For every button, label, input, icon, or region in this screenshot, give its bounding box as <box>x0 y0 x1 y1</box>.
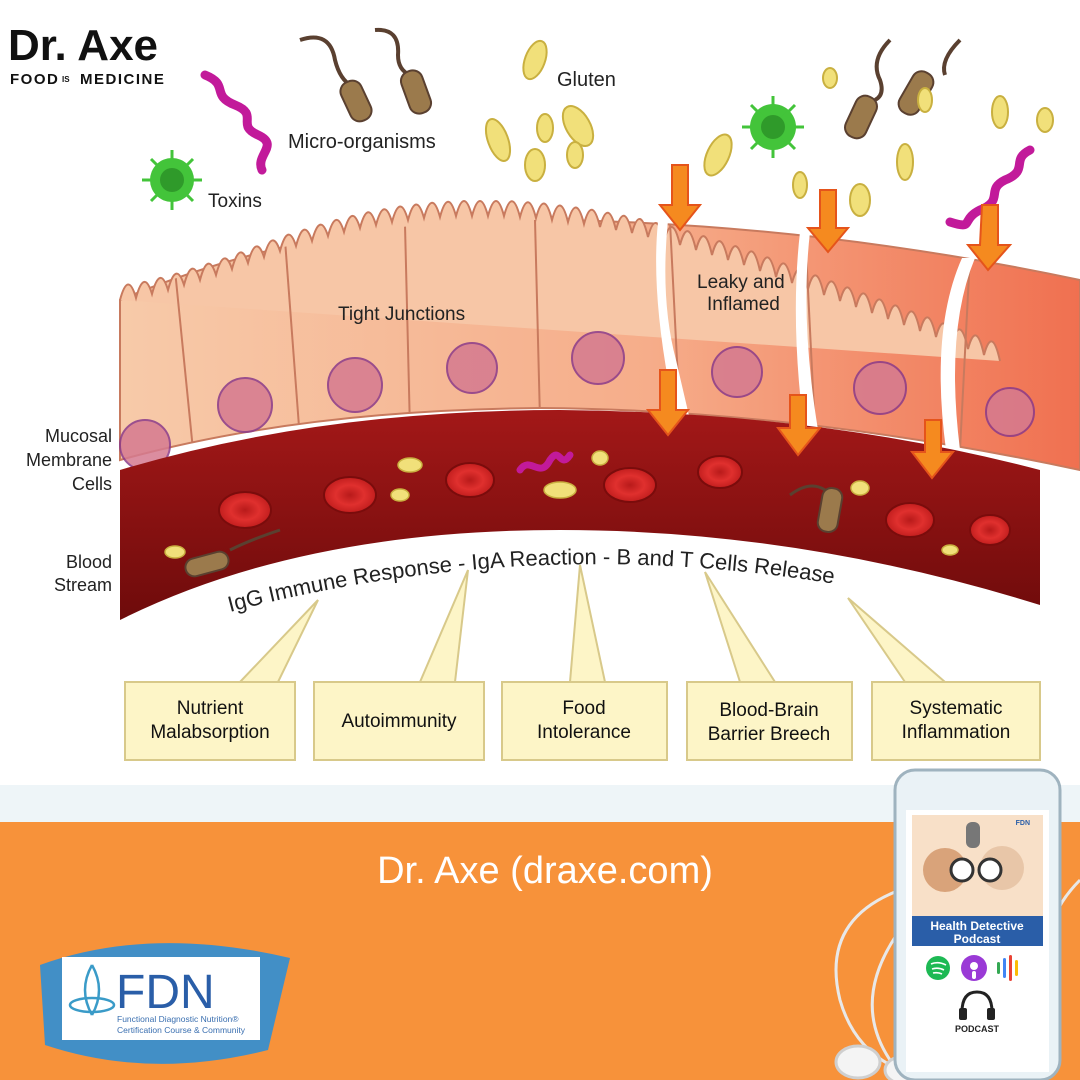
toxin-spiral-icon <box>200 70 272 175</box>
callout-blood-brain-barrier: Blood-Brain Barrier Breech <box>686 571 853 761</box>
label-tight-junctions: Tight Junctions <box>338 304 465 325</box>
box-line2: Barrier Breech <box>708 724 831 745</box>
bacteria-icon <box>299 27 433 123</box>
label-mucosal-2: Membrane <box>26 450 112 470</box>
label-blood-1: Blood <box>66 552 112 572</box>
fdn-line2: Certification Course & Community <box>117 1025 246 1035</box>
label-leaky-inflamed-1: Leaky and <box>697 272 785 293</box>
toxin-spiral-icon <box>945 145 1035 230</box>
bacteria-icon <box>844 38 962 140</box>
source-credit: Dr. Axe (draxe.com) <box>377 850 713 892</box>
blood-stream <box>120 410 1040 620</box>
label-leaky-inflamed-2: Inflamed <box>707 294 780 315</box>
box-line1: Blood-Brain <box>719 700 818 721</box>
box-line1: Nutrient <box>177 698 244 719</box>
fdn-wordmark: FDN <box>116 966 215 1019</box>
fdn-line1: Functional Diagnostic Nutrition® <box>117 1014 239 1024</box>
label-mucosal-1: Mucosal <box>45 426 112 446</box>
callout-boxes: Nutrient Malabsorption Autoimmunity Food… <box>124 564 1041 761</box>
detective-hosts-icon <box>923 822 1024 892</box>
label-gluten: Gluten <box>557 69 616 91</box>
box-line2: Intolerance <box>537 722 631 743</box>
podcast-title-2: Podcast <box>954 932 1001 946</box>
label-micro-organisms: Micro-organisms <box>288 131 436 153</box>
label-mucosal-3: Cells <box>72 474 112 494</box>
leak-arrows <box>645 164 1013 480</box>
callout-food-intolerance: Food Intolerance <box>501 564 668 761</box>
virus-icon <box>142 150 202 210</box>
fdn-emblem-icon <box>68 964 116 1016</box>
mucosal-cell-layer <box>119 200 1080 472</box>
box-line1: Autoimmunity <box>341 711 457 732</box>
virus-icon <box>742 96 804 158</box>
google-podcasts-icon <box>997 955 1018 981</box>
brand-tagline-is: IS <box>62 75 70 84</box>
callout-systematic-inflammation: Systematic Inflammation <box>847 597 1041 761</box>
box-line2: Inflammation <box>902 722 1011 743</box>
callout-nutrient-malabsorption: Nutrient Malabsorption <box>124 599 319 761</box>
box-line1: Systematic <box>910 698 1003 719</box>
label-toxins: Toxins <box>208 191 262 212</box>
brand-tagline-right: MEDICINE <box>80 71 165 88</box>
apple-podcasts-icon <box>961 955 987 981</box>
brand-tagline-left: FOOD <box>10 71 59 88</box>
fdn-logo: FDN Functional Diagnostic Nutrition® Cer… <box>40 943 290 1064</box>
podcast-header: FDN <box>1016 820 1030 827</box>
gluten-particles <box>484 39 1054 217</box>
spotify-icon <box>926 956 950 980</box>
podcast-title-1: Health Detective <box>930 919 1024 933</box>
label-blood-2: Stream <box>54 575 112 595</box>
box-line1: Food <box>562 698 605 719</box>
podcast-phone: FDN Health Detective Podcast PODCAST <box>893 768 1062 1080</box>
dr-axe-logo: Dr. Axe FOOD IS MEDICINE <box>8 21 165 88</box>
podcast-badge: PODCAST <box>955 1024 1000 1034</box>
box-line2: Malabsorption <box>150 722 269 743</box>
callout-autoimmunity: Autoimmunity <box>313 569 485 761</box>
headphones-icon <box>959 990 995 1020</box>
brand-title: Dr. Axe <box>8 21 158 70</box>
